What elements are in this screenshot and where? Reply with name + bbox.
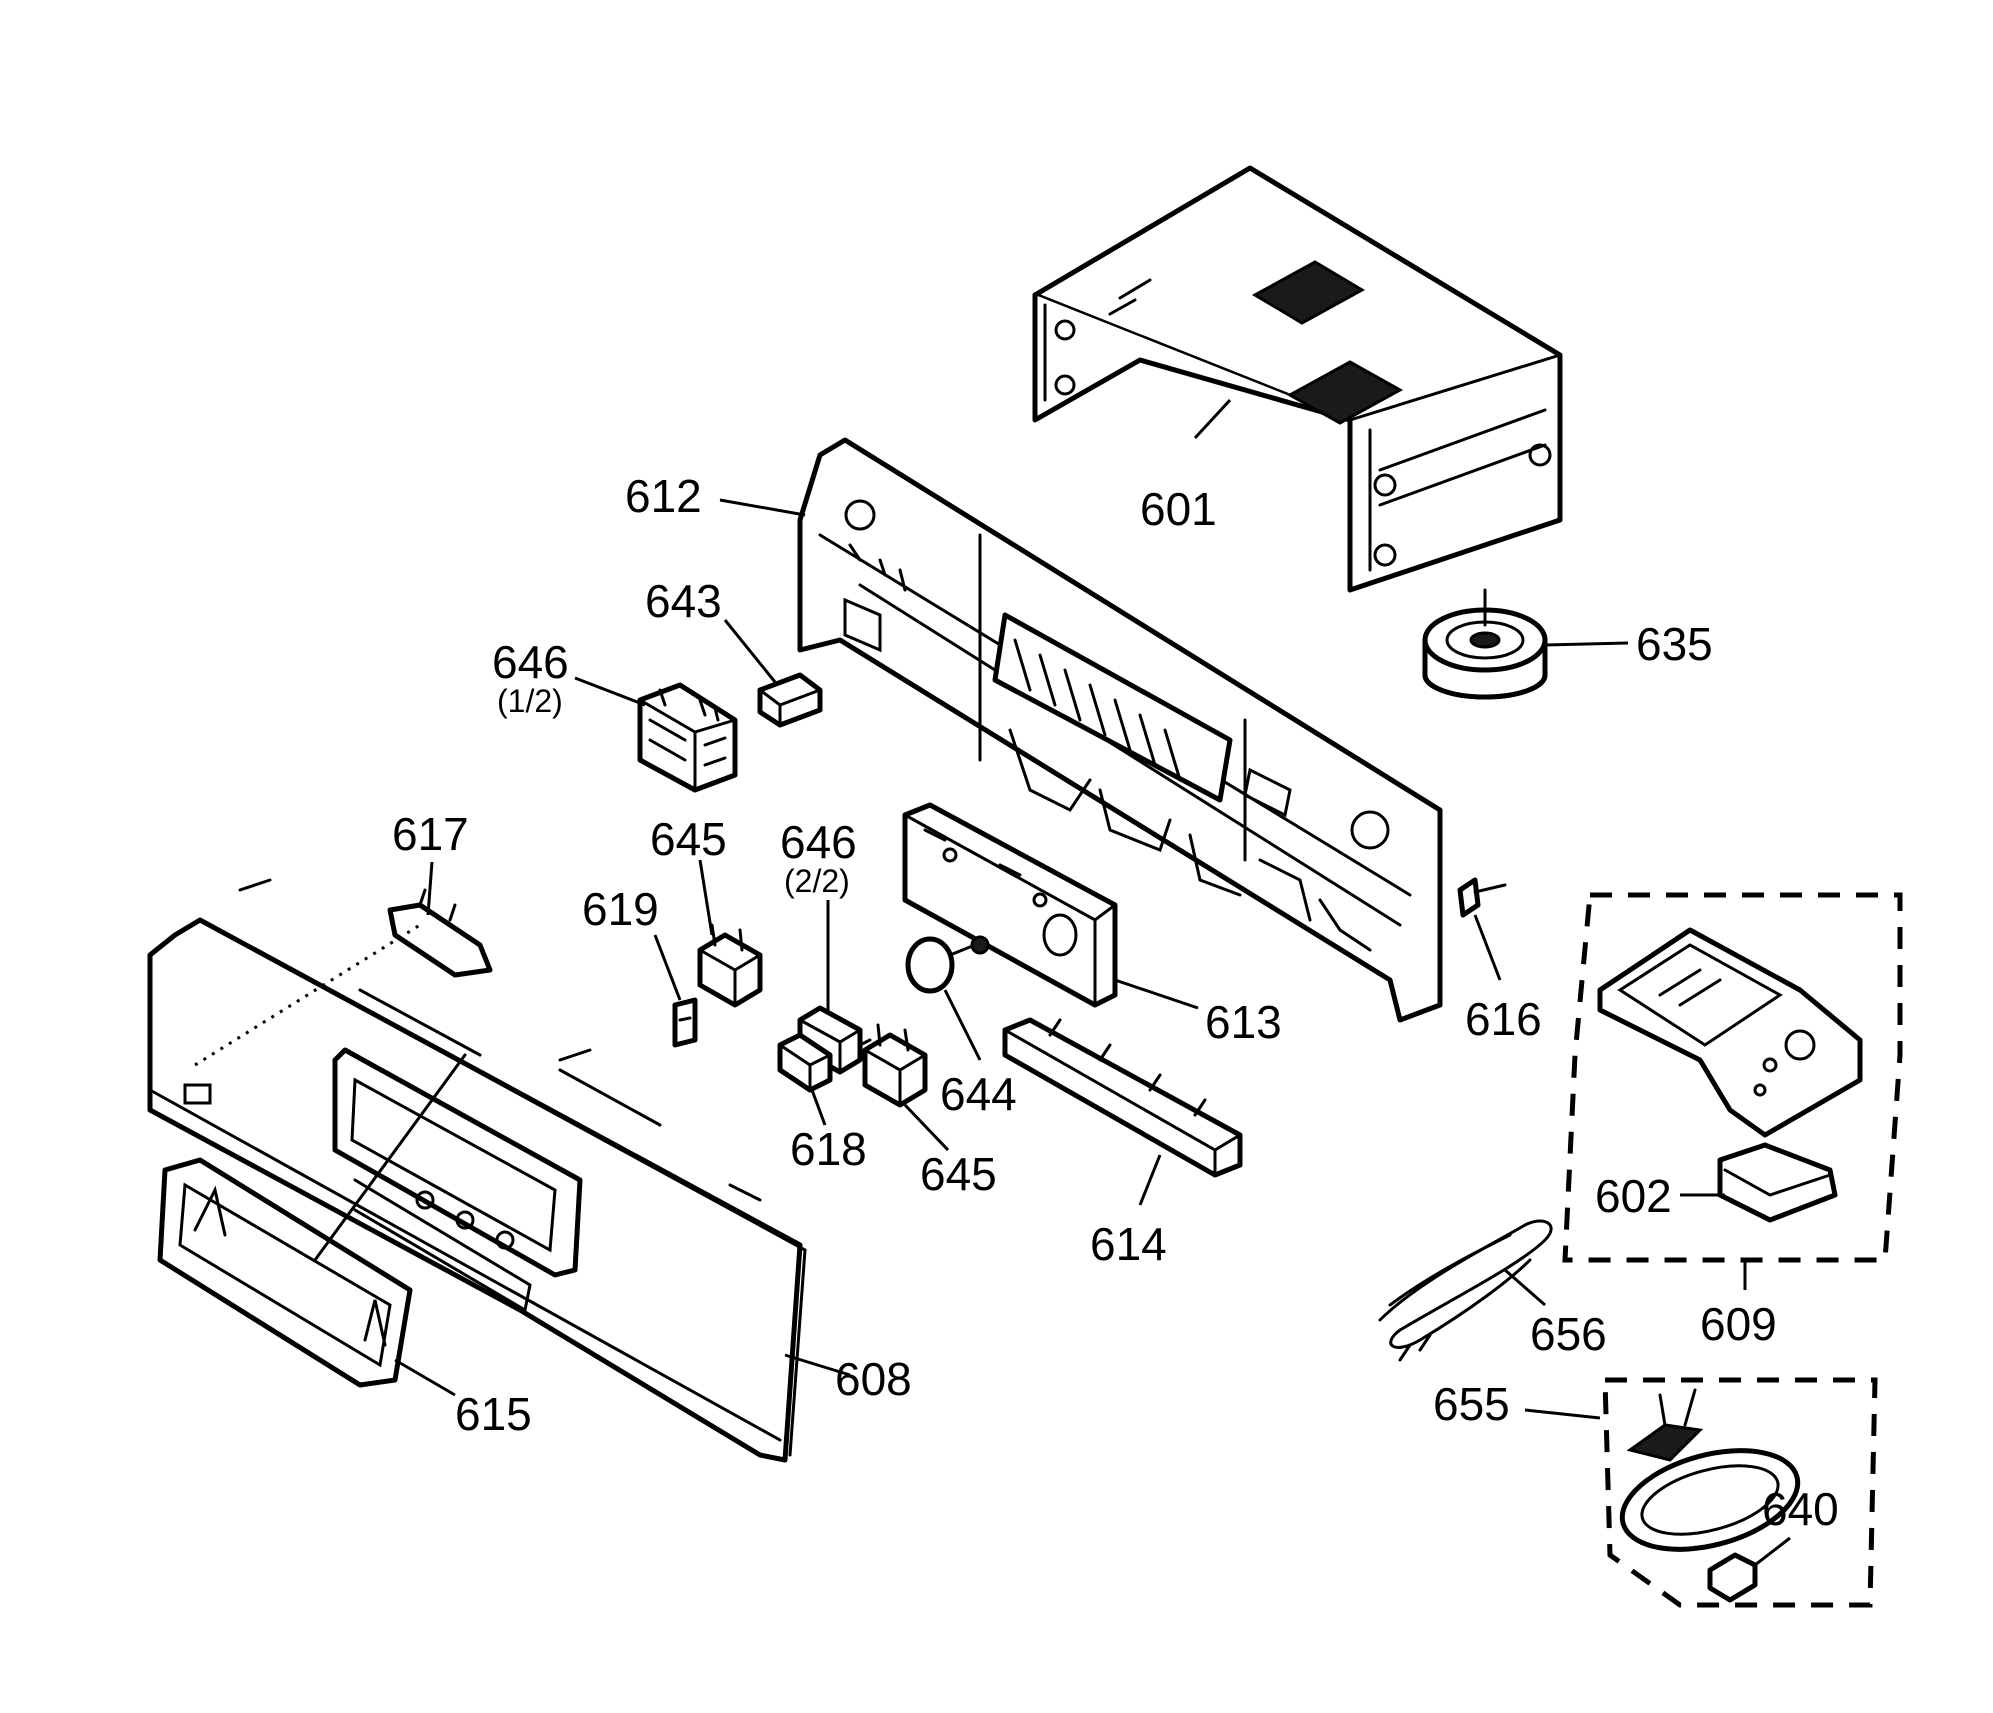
part-643-block bbox=[757, 672, 823, 728]
svg-text:646: 646 bbox=[492, 636, 569, 688]
svg-text:617: 617 bbox=[392, 808, 469, 860]
svg-text:644: 644 bbox=[940, 1068, 1017, 1120]
label-613: 613 bbox=[1114, 978, 1282, 1048]
label-646a: 646 (1/2) bbox=[492, 636, 646, 719]
label-656: 656 bbox=[1504, 1268, 1607, 1360]
part-608-front-panel bbox=[147, 878, 807, 1463]
part-644-knob bbox=[905, 935, 990, 994]
part-619-clip bbox=[672, 997, 698, 1048]
label-646b: 646 (2/2) bbox=[780, 816, 857, 1010]
svg-text:619: 619 bbox=[582, 883, 659, 935]
svg-text:612: 612 bbox=[625, 470, 702, 522]
part-602-clip bbox=[1717, 1142, 1838, 1223]
svg-text:635: 635 bbox=[1636, 618, 1713, 670]
part-609-remote-group bbox=[1562, 892, 1903, 1263]
label-617: 617 bbox=[392, 808, 469, 916]
part-655-antenna-group bbox=[1602, 1377, 1878, 1608]
svg-text:614: 614 bbox=[1090, 1218, 1167, 1270]
svg-text:640: 640 bbox=[1762, 1483, 1839, 1535]
label-644: 644 bbox=[940, 989, 1017, 1120]
label-602: 602 bbox=[1595, 1170, 1725, 1222]
part-612-front-chassis bbox=[797, 437, 1443, 1023]
svg-text:645: 645 bbox=[920, 1148, 997, 1200]
label-643: 643 bbox=[645, 575, 777, 683]
svg-text:618: 618 bbox=[790, 1123, 867, 1175]
svg-text:616: 616 bbox=[1465, 993, 1542, 1045]
svg-text:655: 655 bbox=[1433, 1378, 1510, 1430]
part-617-bracket bbox=[387, 888, 493, 978]
label-615: 615 bbox=[394, 1358, 532, 1440]
svg-text:615: 615 bbox=[455, 1388, 532, 1440]
part-613-bracket bbox=[902, 802, 1118, 1008]
label-640: 640 bbox=[1754, 1483, 1839, 1567]
svg-text:(2/2): (2/2) bbox=[784, 863, 850, 899]
label-601: 601 bbox=[1140, 398, 1232, 535]
part-635-motor bbox=[1422, 588, 1548, 700]
part-618-connector bbox=[777, 1032, 833, 1093]
label-609: 609 bbox=[1700, 1262, 1777, 1350]
part-645b-switch bbox=[862, 1023, 928, 1108]
part-646a-switch bbox=[637, 682, 738, 793]
svg-text:601: 601 bbox=[1140, 483, 1217, 535]
svg-text:645: 645 bbox=[650, 813, 727, 865]
label-619: 619 bbox=[582, 883, 682, 1001]
svg-text:609: 609 bbox=[1700, 1298, 1777, 1350]
part-656-cable bbox=[1378, 1219, 1553, 1362]
svg-text:643: 643 bbox=[645, 575, 722, 627]
part-601-top-cover bbox=[1032, 165, 1563, 593]
label-618: 618 bbox=[790, 1089, 867, 1175]
part-645a-switch bbox=[697, 923, 763, 1008]
label-616: 616 bbox=[1465, 914, 1542, 1045]
label-612: 612 bbox=[625, 470, 806, 522]
label-655: 655 bbox=[1433, 1378, 1601, 1430]
part-616-screw bbox=[1457, 877, 1507, 918]
svg-text:613: 613 bbox=[1205, 996, 1282, 1048]
label-645b: 645 bbox=[903, 1103, 997, 1200]
label-614: 614 bbox=[1090, 1154, 1167, 1270]
part-614-bracket bbox=[1002, 1017, 1243, 1178]
label-635: 635 bbox=[1544, 618, 1713, 670]
svg-text:608: 608 bbox=[835, 1353, 912, 1405]
svg-text:(1/2): (1/2) bbox=[497, 683, 563, 719]
svg-text:646: 646 bbox=[780, 816, 857, 868]
label-608: 608 bbox=[784, 1353, 912, 1405]
part-640-plug bbox=[1707, 1552, 1758, 1603]
part-615-display-window bbox=[157, 1053, 467, 1388]
svg-text:656: 656 bbox=[1530, 1308, 1607, 1360]
label-645a: 645 bbox=[650, 813, 727, 936]
svg-text:602: 602 bbox=[1595, 1170, 1672, 1222]
